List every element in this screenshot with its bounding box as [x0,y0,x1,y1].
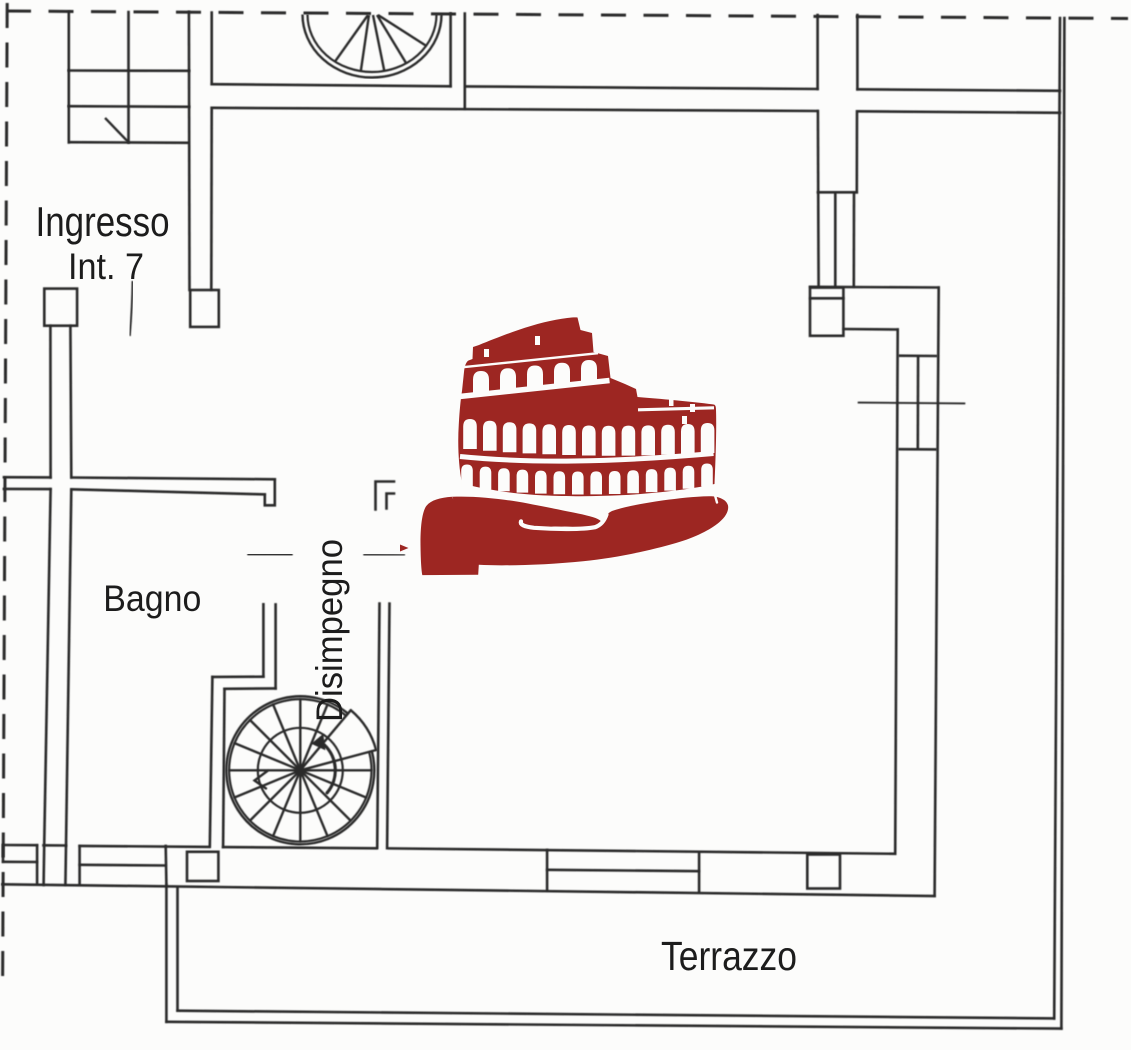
logo-white-details [459,336,719,532]
spiral-staircase-icon [225,695,378,846]
door-opening-dashes [247,553,406,557]
label-terrazzo: Terrazzo [661,933,797,979]
wall-lines [1,10,1066,1030]
label-disimpegno: Disimpegno [309,539,350,722]
label-int-7: Int. 7 [68,246,144,287]
label-ingresso: Ingresso [36,198,170,245]
window-icon [857,354,966,451]
door-swing-line [128,280,134,337]
room-labels: Ingresso Int. 7 Bagno Disimpegno Terrazz… [36,198,798,979]
label-bagno: Bagno [103,578,201,619]
property-boundary-dashed-lines [1,2,1129,986]
staircase-icon [67,10,191,144]
semicircular-steps-icon [301,13,443,79]
